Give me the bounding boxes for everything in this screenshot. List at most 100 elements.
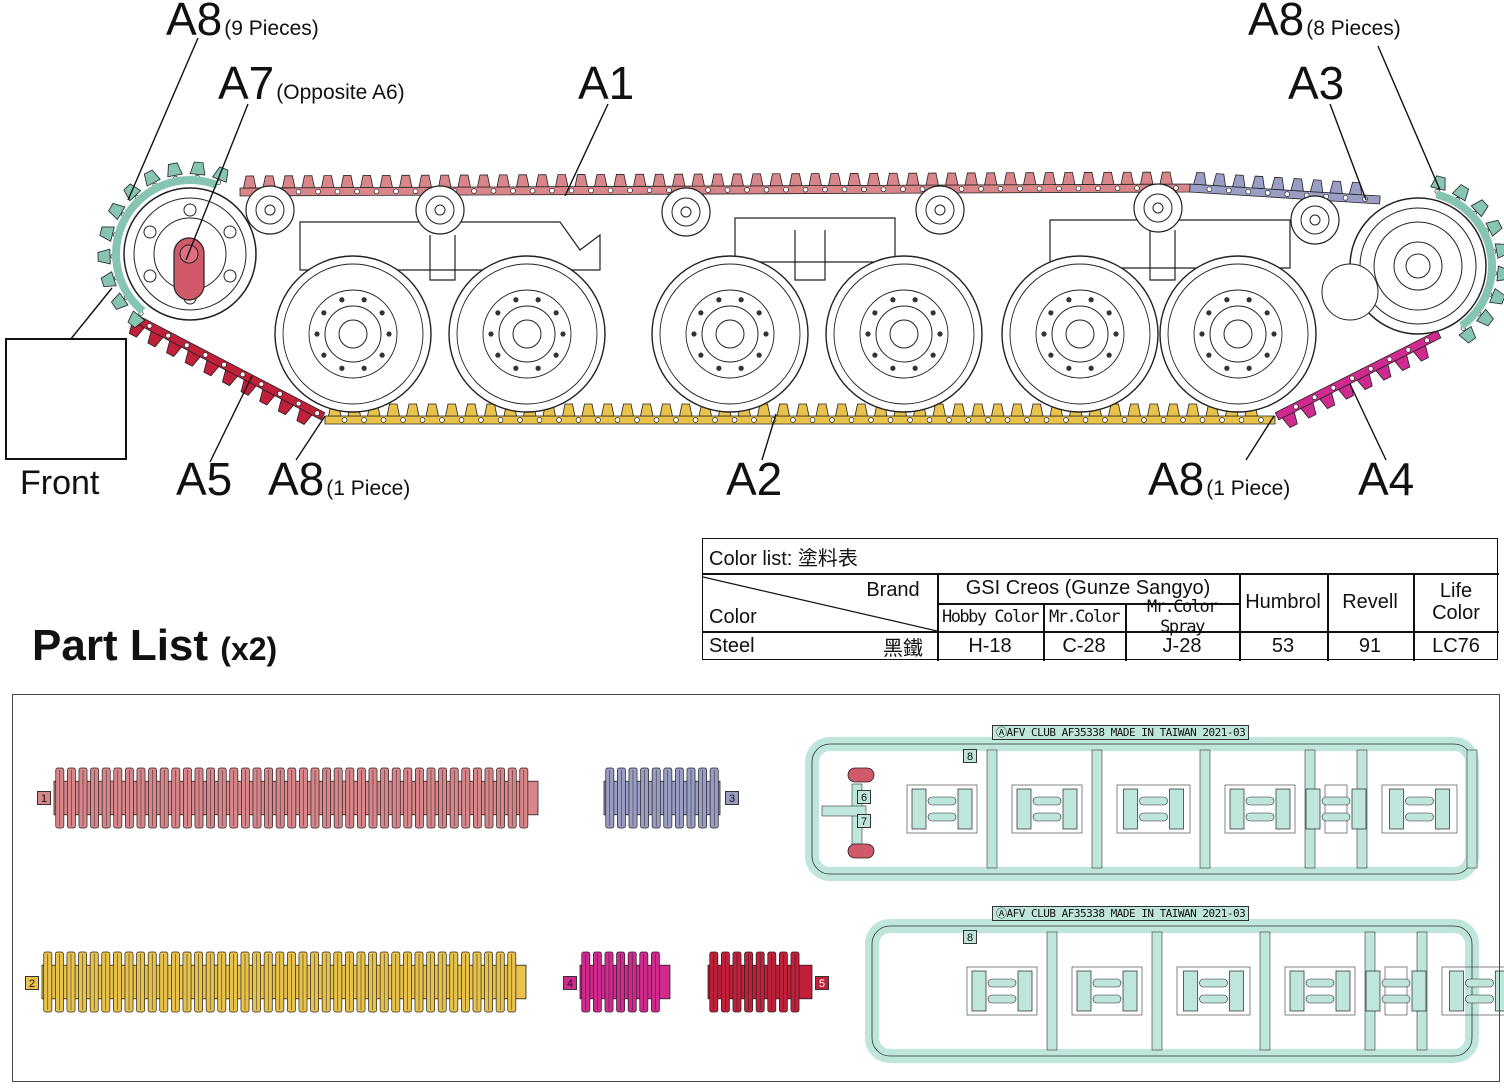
a4-pin: [1311, 394, 1318, 400]
a8-rear-link: [1470, 199, 1489, 218]
sprue-top-link-pin: [927, 812, 957, 822]
a1-pin: [373, 188, 380, 195]
a2-link: [815, 403, 829, 417]
a1-pin: [802, 186, 809, 193]
a2-pin: [478, 417, 484, 423]
a1-link: [516, 174, 530, 188]
a2-pin: [965, 417, 972, 423]
row-revell-value: 91: [1358, 634, 1382, 657]
a1-link: [1062, 172, 1076, 185]
a1-pin: [295, 189, 302, 195]
road-wheel-cap: [1065, 319, 1095, 349]
sprue-top-link-end: [1351, 788, 1367, 830]
road-wheel-bolt: [865, 331, 871, 337]
road-wheel-bolt: [1106, 352, 1112, 358]
a4-pin: [1368, 366, 1374, 372]
a8-rear-link: [1476, 308, 1494, 327]
front-lower-track-a5: [128, 312, 326, 425]
part-number-1: 1: [37, 791, 51, 805]
part-list-title: Part List (x2): [32, 624, 277, 668]
a2-link: [659, 403, 673, 417]
sprue-top-link-pin: [1321, 812, 1351, 822]
return-roller-center: [680, 206, 692, 218]
a1-pin: [1056, 185, 1062, 192]
sprue-bottom-link-end: [1335, 970, 1351, 1012]
road-wheel-disc: [1035, 289, 1125, 379]
a2-link: [640, 403, 654, 417]
a1-pin: [354, 188, 360, 195]
a2-pin: [1160, 417, 1167, 423]
a1-pin: [471, 188, 477, 194]
sprue-top-link-end: [1389, 788, 1404, 830]
a2-pin: [692, 417, 699, 423]
a1-pin: [412, 188, 419, 195]
sprue-top-divider: [1466, 749, 1478, 869]
color-list-table: Color list: 塗料表 Brand Color GSI Creos (G…: [702, 538, 1499, 661]
a2-link: [1010, 403, 1024, 417]
a1-link: [438, 174, 452, 188]
a1-pin: [822, 186, 828, 193]
a2-link: [464, 403, 478, 417]
a1-link: [1042, 172, 1056, 186]
a2-pin: [790, 417, 796, 423]
a1-link: [477, 174, 491, 188]
a3-link: [1212, 173, 1227, 187]
a1-link: [867, 172, 881, 186]
part-strip-1: [53, 767, 539, 829]
row-hobby-color-value: H-18: [968, 634, 1012, 657]
color-label: Color: [709, 605, 757, 628]
sprue-bottom-link-end: [1229, 970, 1244, 1012]
a1-pin: [919, 186, 926, 192]
callout-code: A8: [1148, 453, 1205, 505]
part-list-title-text: Part List: [32, 621, 209, 670]
a3-pin: [1245, 188, 1252, 195]
callout-code: A7: [218, 57, 275, 109]
a5-pin: [202, 352, 209, 358]
part-a6-small: [847, 843, 875, 859]
a1-pin: [900, 186, 906, 192]
sprue-top-link-outline: [1324, 784, 1348, 834]
part-a7-small: [847, 767, 875, 783]
callout-code: A8: [1248, 0, 1305, 45]
a1-pin: [666, 187, 672, 193]
a1-link: [243, 175, 257, 189]
sprue-top-link-pin: [1139, 796, 1168, 806]
return-roller-center: [264, 204, 276, 216]
sprue-bottom-link-end: [1449, 970, 1464, 1012]
sprue-bottom-link-outline: [1441, 966, 1504, 1016]
a8-front-link: [127, 310, 146, 329]
a1-pin: [744, 187, 750, 193]
sprue-top-link-end: [1275, 788, 1291, 830]
callout-note: (1 Piece): [1206, 477, 1291, 500]
a1-link: [964, 172, 978, 186]
a8-rear-link: [1451, 184, 1470, 202]
part-number-2: 2: [25, 976, 39, 990]
road-wheel-cap: [1223, 319, 1253, 349]
a5-link: [277, 398, 294, 416]
callout-a2: A2: [726, 456, 782, 502]
road-wheel-bolt: [1066, 365, 1072, 371]
a1-link: [613, 173, 627, 187]
a1-link: [789, 173, 803, 187]
road-wheels: [274, 255, 1317, 413]
a3-link: [1290, 178, 1304, 192]
row-mr-color-spray-value: J-28: [1162, 634, 1202, 657]
a2-link: [757, 403, 771, 417]
road-wheel-bolt: [738, 297, 744, 303]
a1-link: [808, 173, 822, 187]
a2-pin: [497, 417, 504, 423]
road-wheel-bolt: [930, 352, 936, 358]
a3-pin: [1206, 186, 1213, 192]
a1-pin: [568, 187, 575, 194]
a1-link: [984, 172, 998, 186]
a2-link: [562, 403, 576, 417]
a5-pin: [184, 342, 190, 349]
sprue-bottom-link-pin: [1465, 978, 1494, 988]
road-wheel-bolt: [691, 331, 697, 337]
a4-link: [1337, 382, 1354, 400]
road-wheel-cap: [889, 319, 919, 349]
a4-link: [1319, 392, 1336, 410]
a1-link: [379, 174, 393, 188]
a1-link: [652, 173, 666, 187]
a5-pin: [258, 381, 265, 387]
